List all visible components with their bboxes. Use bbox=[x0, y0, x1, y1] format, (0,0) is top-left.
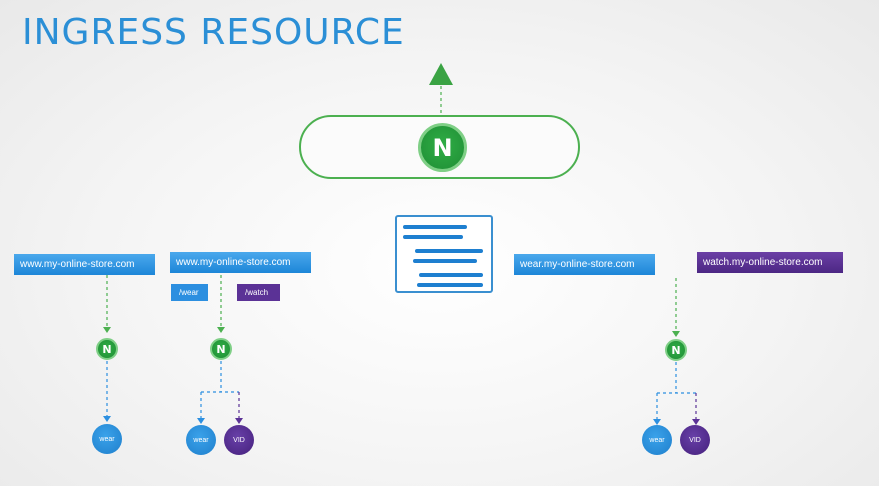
arrowhead-icon bbox=[672, 331, 680, 337]
nginx-icon: N bbox=[418, 123, 467, 172]
page-title: INGRESS RESOURCE bbox=[22, 12, 405, 53]
service-vid: VID bbox=[224, 425, 254, 455]
arrowhead-icon bbox=[103, 416, 111, 422]
arrowhead-icon bbox=[217, 327, 225, 333]
arrowhead-icon bbox=[235, 418, 243, 424]
service-wear: wear bbox=[92, 424, 122, 454]
nginx-icon: N bbox=[210, 338, 232, 360]
service-wear: wear bbox=[642, 425, 672, 455]
host-label: www.my-online-store.com bbox=[170, 252, 311, 273]
path-label-watch: /watch bbox=[237, 284, 280, 301]
path-label-wear: /wear bbox=[171, 284, 208, 301]
up-arrow-icon bbox=[429, 63, 453, 85]
arrowhead-icon bbox=[197, 418, 205, 424]
nginx-icon: N bbox=[96, 338, 118, 360]
arrowhead-icon bbox=[692, 419, 700, 425]
service-wear: wear bbox=[186, 425, 216, 455]
host-label: www.my-online-store.com bbox=[14, 254, 155, 275]
service-vid: VID bbox=[680, 425, 710, 455]
ingress-resource-document-icon bbox=[395, 215, 493, 293]
arrowhead-icon bbox=[653, 419, 661, 425]
arrowhead-icon bbox=[103, 327, 111, 333]
nginx-icon: N bbox=[665, 339, 687, 361]
host-label: wear.my-online-store.com bbox=[514, 254, 655, 275]
host-label: watch.my-online-store.com bbox=[697, 252, 843, 273]
